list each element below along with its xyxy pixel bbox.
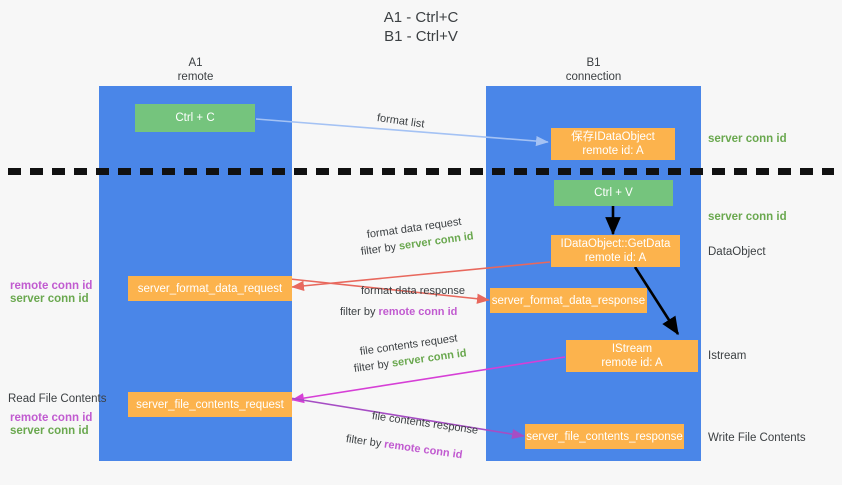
- box-idataobject-getdata-line1: IDataObject::GetData: [560, 238, 671, 250]
- lane-header-b1: B1 connection: [486, 56, 701, 84]
- box-istream-line2: remote id: A: [601, 357, 663, 369]
- box-save-idataobject-line2: remote id: A: [582, 145, 644, 157]
- box-server-format-data-request-line1: server_format_data_request: [137, 282, 283, 295]
- label-left-remote-conn-id-1: remote conn id: [10, 280, 93, 292]
- box-ctrl-c[interactable]: Ctrl + C: [135, 104, 255, 132]
- box-ctrl-v[interactable]: Ctrl + V: [554, 180, 673, 206]
- label-left-server-conn-id-2: server conn id: [10, 425, 89, 437]
- diagram-title: A1 - Ctrl+C B1 - Ctrl+V: [0, 8, 842, 46]
- filter-prefix: filter by: [353, 357, 393, 375]
- box-server-format-data-request[interactable]: server_format_data_request: [128, 276, 292, 301]
- lane-header-a1-name: A1: [188, 57, 203, 69]
- box-idataobject-getdata[interactable]: IDataObject::GetData remote id: A: [551, 235, 680, 267]
- lane-header-b1-sub: connection: [565, 71, 622, 83]
- flow-label-format-data-response: format data response: [361, 285, 465, 297]
- title-line-1: A1 - Ctrl+C: [383, 9, 459, 26]
- box-server-file-contents-request-line1: server_file_contents_request: [136, 398, 284, 411]
- box-ctrl-c-line1: Ctrl + C: [175, 112, 215, 124]
- label-left-server-conn-id-1: server conn id: [10, 293, 89, 305]
- filter-prefix: filter by: [340, 306, 379, 318]
- box-istream-line1: IStream: [611, 343, 653, 355]
- label-dataobject: DataObject: [708, 246, 766, 258]
- flow-label-file-contents-response: file contents response: [371, 410, 479, 437]
- label-write-file-contents: Write File Contents: [708, 432, 806, 444]
- box-server-file-contents-response-line1: server_file_contents_response: [526, 430, 683, 443]
- filter-prefix: filter by: [345, 433, 386, 451]
- filter-value-remote-conn-id: remote conn id: [378, 306, 458, 318]
- lane-header-a1-sub: remote: [177, 71, 214, 83]
- box-server-file-contents-request[interactable]: server_file_contents_request: [128, 392, 292, 417]
- box-ctrl-v-line1: Ctrl + V: [594, 187, 633, 199]
- filter-prefix: filter by: [360, 240, 400, 258]
- label-istream: Istream: [708, 350, 747, 362]
- box-server-format-data-response-line1: server_format_data_response: [491, 294, 646, 307]
- box-server-format-data-response[interactable]: server_format_data_response: [490, 288, 647, 313]
- lane-header-a1: A1 remote: [99, 56, 292, 84]
- dashed-divider: [8, 168, 834, 175]
- flow-label-file-contents-response-filter: filter by remote conn id: [345, 432, 463, 463]
- lane-header-b1-name: B1: [586, 57, 601, 69]
- box-idataobject-getdata-line2: remote id: A: [584, 252, 647, 264]
- flow-label-format-list: format list: [376, 112, 426, 131]
- label-server-conn-id-top: server conn id: [708, 133, 787, 145]
- title-line-2: B1 - Ctrl+V: [384, 28, 458, 45]
- label-left-remote-conn-id-2: remote conn id: [10, 412, 93, 424]
- flow-label-format-data-response-filter: filter by remote conn id: [340, 305, 457, 320]
- label-server-conn-id-mid: server conn id: [708, 211, 787, 223]
- box-server-file-contents-response[interactable]: server_file_contents_response: [525, 424, 684, 449]
- label-read-file-contents: Read File Contents: [8, 393, 107, 405]
- box-save-idataobject-line1: 保存IDataObject: [571, 131, 655, 143]
- box-save-idataobject[interactable]: 保存IDataObject remote id: A: [551, 128, 675, 160]
- box-istream[interactable]: IStream remote id: A: [566, 340, 698, 372]
- filter-value-remote-conn-id: remote conn id: [383, 438, 464, 462]
